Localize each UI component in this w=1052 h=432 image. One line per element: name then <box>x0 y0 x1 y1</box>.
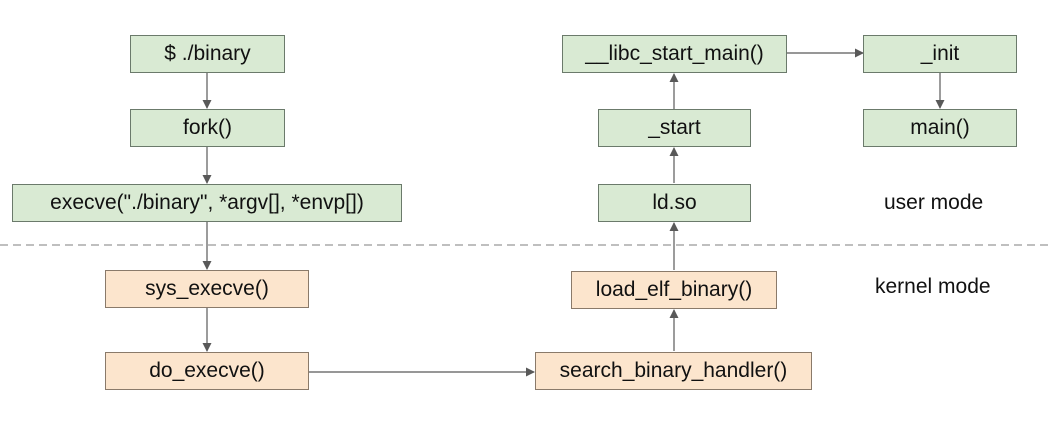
box-sys-execve: sys_execve() <box>105 270 309 308</box>
user-mode-label: user mode <box>884 191 984 214</box>
box-start: _start <box>598 109 751 147</box>
box-libc-start-main: __libc_start_main() <box>562 35 787 73</box>
kernel-mode-label: kernel mode <box>875 275 991 298</box>
box-load-elf-binary: load_elf_binary() <box>571 271 777 309</box>
box-main: main() <box>863 109 1017 147</box>
box-shell-command: $ ./binary <box>130 35 285 73</box>
box-ld-so: ld.so <box>598 184 751 222</box>
box-fork: fork() <box>130 109 285 147</box>
box-search-binary-handler: search_binary_handler() <box>535 352 812 390</box>
box-do-execve: do_execve() <box>105 352 309 390</box>
box-execve: execve("./binary", *argv[], *envp[]) <box>12 184 402 222</box>
box-init: _init <box>863 35 1017 73</box>
